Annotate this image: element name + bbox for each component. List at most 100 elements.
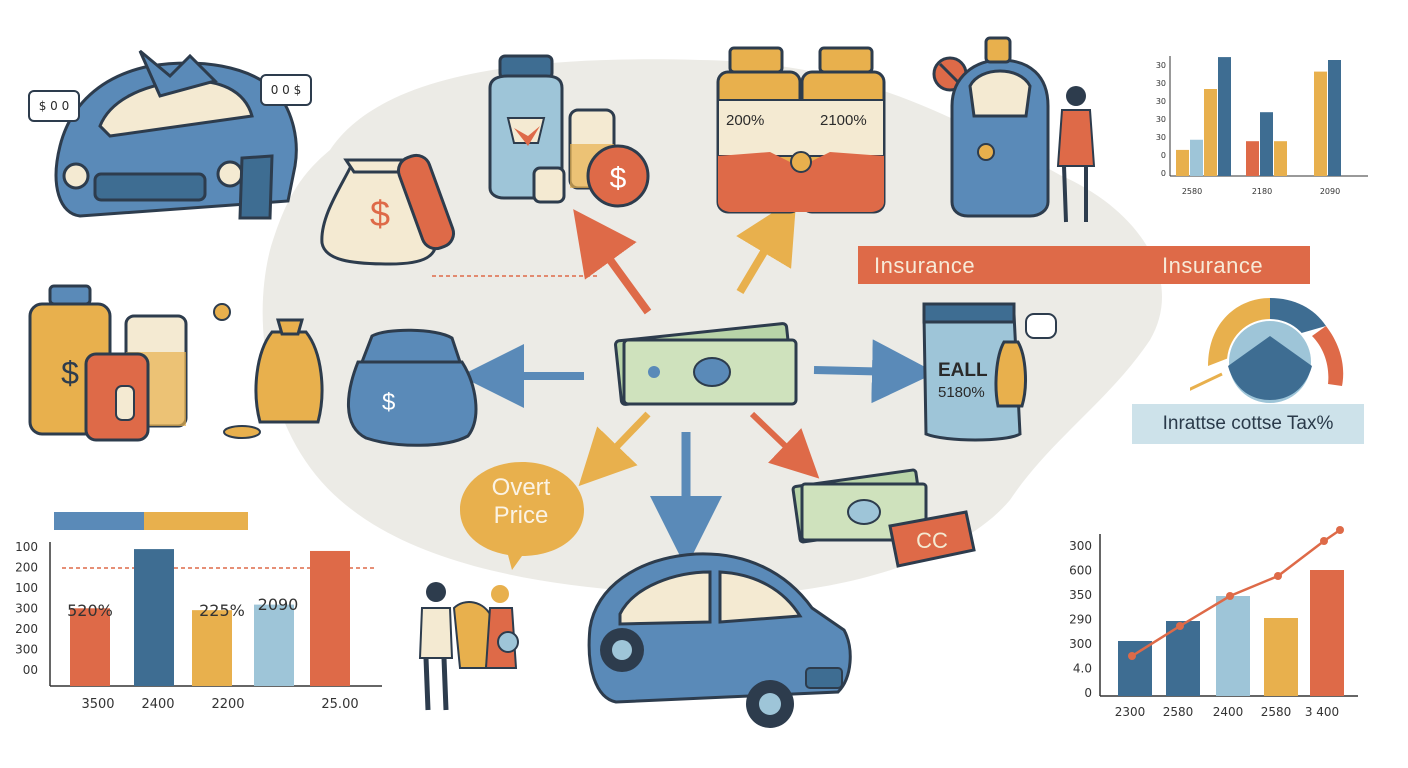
insurance-banner-right: Insurance <box>1162 253 1264 278</box>
y-tick-label: 350 <box>1069 588 1092 602</box>
y-tick-label: 300 <box>1069 637 1092 651</box>
x-tick-label: 2580 <box>1261 705 1292 719</box>
bar <box>1118 641 1152 696</box>
x-tick-label: 2300 <box>1115 705 1146 719</box>
y-tick-label: 00 <box>23 663 38 677</box>
money-sack-cream: $ <box>320 153 456 266</box>
x-tick-label: 3 400 <box>1305 705 1339 719</box>
speech-bubble-left: $ 0 0 <box>28 90 80 122</box>
money-sack-blue: $ <box>347 328 478 447</box>
speech-bubble-right: 0 0 $ <box>260 74 312 106</box>
insurance-banner-left: Insurance <box>874 253 976 278</box>
bar-label: 2090 <box>258 595 299 614</box>
y-tick-label: 30 <box>1156 115 1166 124</box>
x-tick-label: 2400 <box>141 697 174 712</box>
bar <box>1190 139 1203 176</box>
bar <box>310 550 350 686</box>
arrow-up-left <box>573 209 652 315</box>
tax-label-box: Inrattse cottse Tax% <box>1132 404 1364 444</box>
y-tick-label: 100 <box>15 581 38 595</box>
backpack-person <box>932 36 1096 223</box>
arrow-up-right <box>736 197 797 295</box>
x-tick-label: 2580 <box>1163 705 1194 719</box>
bar <box>1216 596 1250 696</box>
bag-label: EALL <box>938 360 988 381</box>
line-point <box>1274 572 1282 580</box>
x-tick-label: 2090 <box>1320 187 1340 196</box>
y-tick-label: 4.0 <box>1073 662 1092 676</box>
jar-and-coins: $ <box>488 54 650 208</box>
bar <box>70 608 110 686</box>
jar-right-percent: 2100% <box>820 112 867 129</box>
line-point <box>1226 592 1234 600</box>
price-bubble-line2: Price <box>493 502 549 529</box>
bag-sub-label: 5180% <box>938 384 985 401</box>
bar-label: 520% <box>67 601 113 620</box>
bar <box>1264 618 1298 696</box>
bar <box>1246 141 1259 176</box>
cash-and-ticket: CC <box>791 468 976 568</box>
bar <box>254 604 294 686</box>
y-tick-label: 0 <box>1161 169 1166 178</box>
jar-left-percent: 200% <box>726 112 765 129</box>
cash-stack-center <box>614 322 798 406</box>
y-tick-label: 30 <box>1156 133 1166 142</box>
bag-right <box>922 302 1057 442</box>
y-tick-label: 0 <box>1084 686 1092 700</box>
x-tick-label: 2180 <box>1252 187 1272 196</box>
bar <box>192 610 232 686</box>
y-tick-label: 300 <box>15 602 38 616</box>
y-tick-label: 290 <box>1069 613 1092 627</box>
ticket-text: CC <box>916 528 948 553</box>
speech-left-text: $ 0 0 <box>38 99 70 113</box>
bar <box>1310 570 1344 696</box>
price-bubble-line1: Overt <box>491 474 551 501</box>
x-tick-label: 25.00 <box>321 697 358 712</box>
x-tick-label: 2580 <box>1182 187 1202 196</box>
y-tick-label: 30 <box>1156 97 1166 106</box>
legend-swatch-yellow <box>144 512 248 530</box>
arrow-down-right <box>749 411 820 479</box>
line-point <box>1320 537 1328 545</box>
bar <box>1328 60 1341 176</box>
blue-sack-currency-symbol: $ <box>382 389 395 416</box>
bar <box>1176 149 1189 176</box>
price-bubble <box>460 462 584 570</box>
left-jars-cluster: $ <box>28 284 324 442</box>
chart-bottom-right: 300 600 350 290 300 4.0 0 2300 2580 2400 2580 3 40… <box>1069 526 1358 719</box>
tax-pie-chart <box>1190 298 1344 404</box>
price-bubble-text: Overt Price <box>462 474 580 530</box>
jar-currency-symbol: $ <box>61 355 79 391</box>
y-tick-label: 0 <box>1161 151 1166 160</box>
legend-swatch-blue <box>54 512 144 530</box>
insurance-banner: Insurance Insurance <box>858 246 1310 284</box>
x-tick-label: 3500 <box>81 697 114 712</box>
y-tick-label: 100 <box>15 540 38 554</box>
people-family <box>418 582 519 711</box>
y-tick-label: 600 <box>1069 564 1092 578</box>
x-tick-label: 2200 <box>211 697 244 712</box>
y-tick-label: 300 <box>1069 539 1092 553</box>
sack-currency-symbol: $ <box>370 193 390 234</box>
bar <box>1274 141 1287 176</box>
bar <box>1166 621 1200 696</box>
line-point <box>1176 622 1184 630</box>
arrow-down-left <box>578 411 651 487</box>
line-point <box>1128 652 1136 660</box>
speech-right-text: 0 0 $ <box>270 83 302 97</box>
arrow-right <box>813 339 936 404</box>
y-tick-label: 200 <box>15 622 38 636</box>
bar-label: 225% <box>199 601 245 620</box>
bar <box>1314 71 1327 176</box>
legend-bar <box>54 512 248 530</box>
bar <box>1218 57 1231 176</box>
x-tick-label: 2400 <box>1213 705 1244 719</box>
line-point <box>1336 526 1344 534</box>
bar <box>1204 89 1217 176</box>
y-tick-label: 30 <box>1156 79 1166 88</box>
big-jars <box>716 46 886 214</box>
